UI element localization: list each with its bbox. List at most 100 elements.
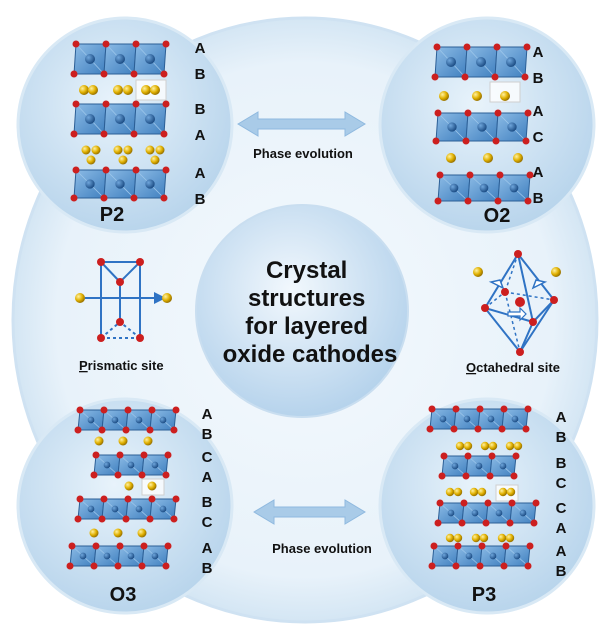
oxygen-atom — [124, 495, 132, 503]
stacking-letter: A — [202, 406, 213, 423]
alkali-ion — [497, 533, 507, 543]
alkali-ion — [445, 533, 455, 543]
stacking-letter: B — [202, 494, 213, 511]
oxygen-atom — [92, 451, 100, 459]
oxygen-atom — [506, 519, 514, 527]
oxygen-atom — [140, 451, 148, 459]
oxygen-atom — [493, 43, 501, 51]
oxygen-atom — [430, 542, 438, 550]
prismatic-site-initial: P — [79, 358, 88, 373]
oxygen-atom — [452, 562, 460, 570]
oxygen-atom — [130, 130, 138, 138]
transition-metal-ion — [477, 122, 487, 132]
center-title-line-3: for layered — [245, 313, 368, 340]
stacking-letter: C — [556, 500, 567, 517]
alkali-ion — [137, 528, 147, 538]
alkali-ion — [81, 145, 91, 155]
oxygen-atom — [433, 43, 441, 51]
alkali-ion — [150, 155, 160, 165]
oxygen-atom — [458, 519, 466, 527]
alkali-ion — [479, 533, 489, 543]
prismatic-site-icon — [75, 258, 172, 342]
oxygen-atom — [478, 542, 486, 550]
oxygen-atom — [148, 495, 156, 503]
oxygen-atom — [491, 73, 499, 81]
transition-metal-ion — [506, 57, 516, 67]
oxygen-atom — [76, 495, 84, 503]
phase-evolution-top-label: Phase evolution — [253, 146, 353, 161]
oxygen-atom — [438, 472, 446, 480]
oxygen-atom — [464, 197, 472, 205]
oxygen-atom — [160, 130, 168, 138]
transition-metal-ion — [115, 54, 125, 64]
p2-layers — [70, 40, 170, 202]
stacking-letter: A — [202, 540, 213, 557]
oxygen-atom — [74, 426, 82, 434]
stacking-letter: C — [556, 475, 567, 492]
oxygen-atom — [508, 499, 516, 507]
oxygen-atom — [502, 542, 510, 550]
oxygen-atom — [434, 519, 442, 527]
alkali-ion — [455, 441, 465, 451]
oxygen-atom — [146, 426, 154, 434]
oxygen-atom — [102, 40, 110, 48]
transition-metal-ion — [439, 415, 447, 423]
oxygen-atom — [146, 515, 154, 523]
stacking-letter: B — [202, 426, 213, 443]
oxygen-atom — [74, 515, 82, 523]
oxygen-atom — [114, 471, 122, 479]
oxygen-atom — [521, 73, 529, 81]
oxygen-atom — [132, 40, 140, 48]
alkali-ion — [469, 487, 479, 497]
transition-metal-ion — [145, 54, 155, 64]
alkali-ion — [500, 91, 510, 101]
transition-metal-ion — [449, 183, 459, 193]
transition-metal-ion — [79, 552, 87, 560]
alkali-ion — [88, 85, 98, 95]
stacking-letter: B — [556, 455, 567, 472]
oxygen-atom — [466, 171, 474, 179]
alkali-ion — [453, 533, 463, 543]
alkali-ion — [155, 145, 165, 155]
transition-metal-ion — [151, 552, 159, 560]
alkali-ion — [439, 91, 449, 101]
transition-metal-ion — [87, 416, 95, 424]
octahedral-layer — [426, 405, 532, 433]
prismatic-site-rest: rismatic site — [88, 358, 164, 373]
oxygen-atom — [132, 100, 140, 108]
transition-metal-ion — [447, 509, 455, 517]
oxygen-atom — [462, 137, 470, 145]
transition-metal-ion — [451, 462, 459, 470]
alkali-ion — [477, 487, 487, 497]
octahedral-layer — [70, 40, 170, 78]
phase-evolution-bottom-label: Phase evolution — [272, 541, 372, 556]
stacking-letter: B — [533, 70, 544, 87]
oxygen-atom — [524, 109, 532, 117]
oxygen-atom — [476, 405, 484, 413]
alkali-ion — [488, 441, 498, 451]
transition-metal-ion — [446, 57, 456, 67]
oxygen-atom — [464, 452, 472, 460]
oxygen-atom — [434, 197, 442, 205]
stacking-letter: A — [556, 520, 567, 537]
transition-metal-ion — [159, 416, 167, 424]
alkali-ion — [113, 85, 123, 95]
center-circle — [195, 204, 409, 418]
oxygen-atom — [452, 405, 460, 413]
stacking-letter: B — [533, 190, 544, 207]
alkali-ion — [150, 85, 160, 95]
stacking-letter: B — [195, 191, 206, 208]
alkali-ion — [145, 145, 155, 155]
oxygen-atom — [116, 542, 124, 550]
oxygen-atom — [138, 471, 146, 479]
alkali-ion — [123, 145, 133, 155]
oxygen-atom — [464, 109, 472, 117]
oxygen-atom — [454, 542, 462, 550]
phase-arrow-top — [237, 111, 366, 137]
oxygen-atom — [90, 562, 98, 570]
oxygen-atom — [102, 166, 110, 174]
transition-metal-ion — [115, 179, 125, 189]
transition-metal-ion — [111, 416, 119, 424]
oxygen-atom — [461, 73, 469, 81]
